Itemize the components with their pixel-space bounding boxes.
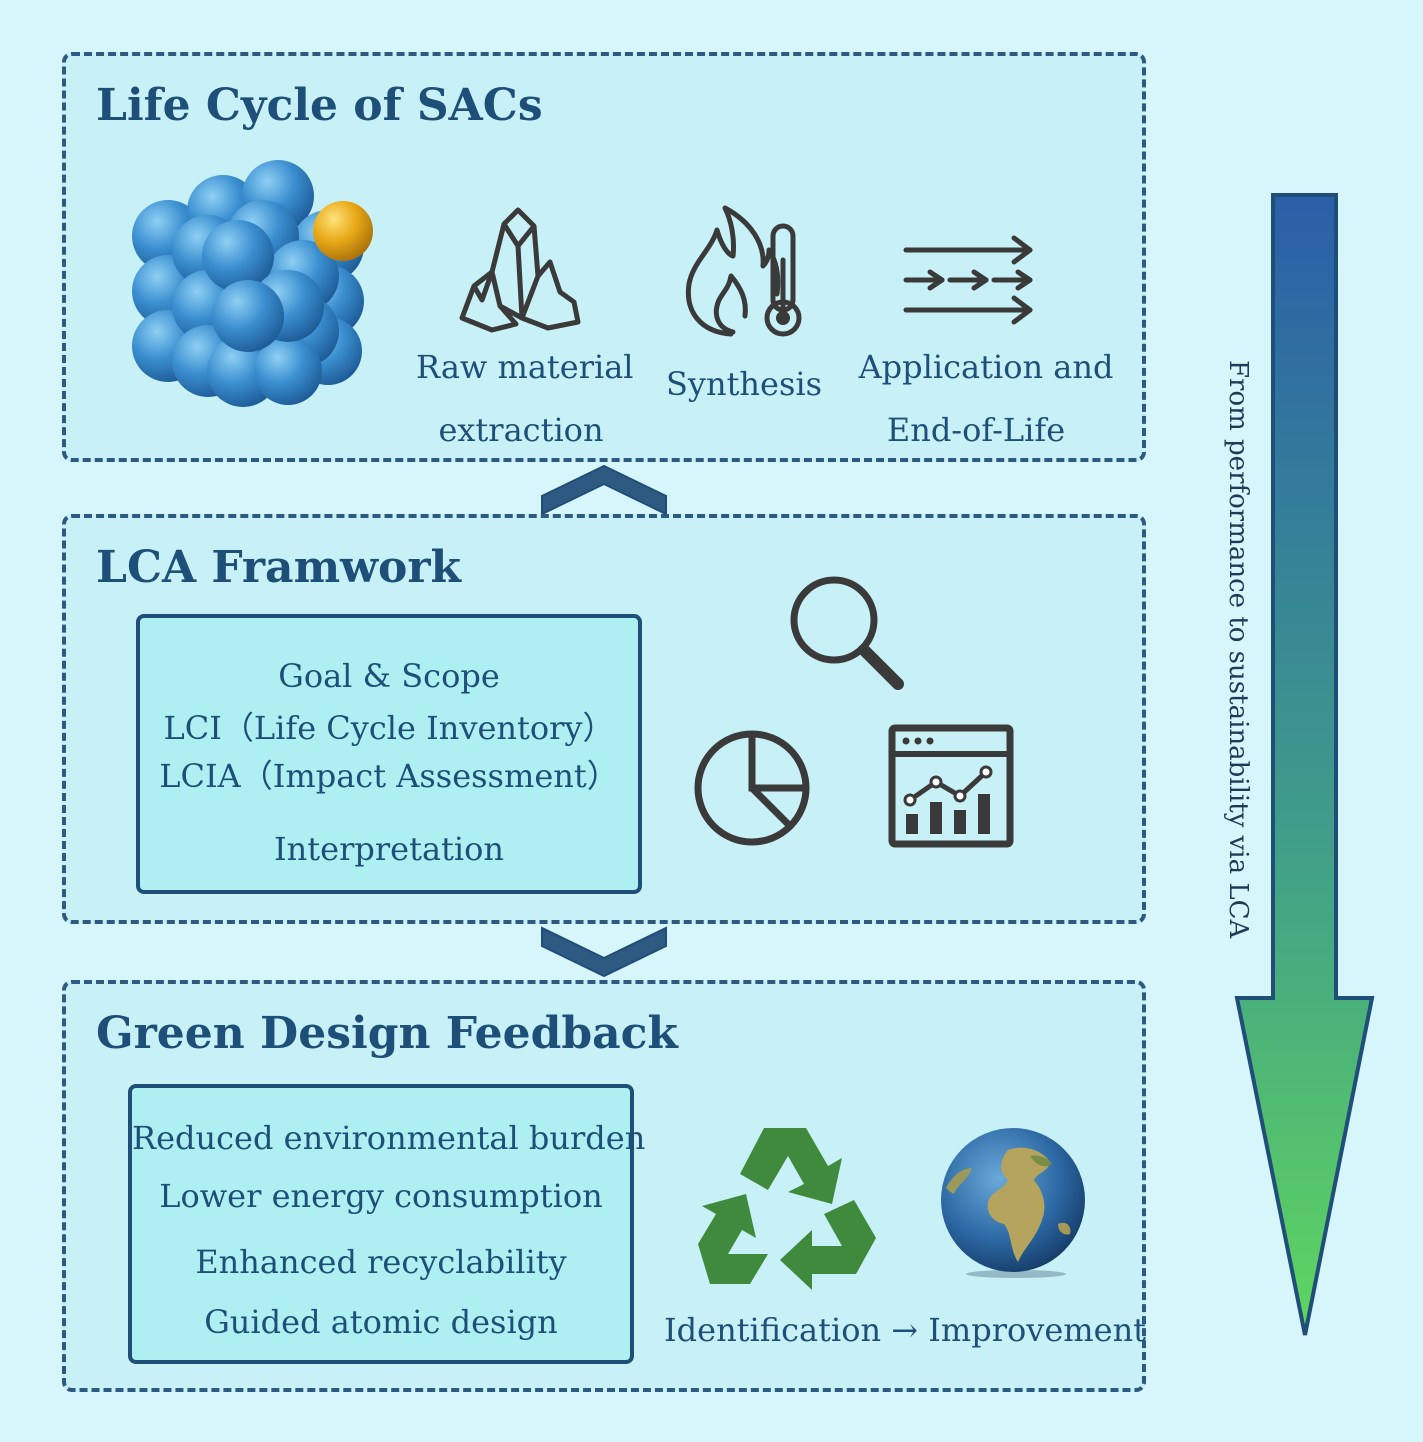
dashboard-chart-icon bbox=[888, 724, 1014, 848]
magnifier-icon bbox=[790, 576, 904, 690]
lca-step: LCI（Life Cycle Inventory） bbox=[163, 709, 615, 747]
lca-step: Interpretation bbox=[274, 830, 504, 868]
lifecycle-title: Life Cycle of SACs bbox=[96, 80, 543, 131]
recycle-icon bbox=[698, 1128, 876, 1290]
benefit-item: Guided atomic design bbox=[204, 1303, 558, 1341]
stage-synthesis-label: Synthesis bbox=[665, 365, 823, 403]
benefit-item: Lower energy consumption bbox=[159, 1177, 603, 1215]
stage-application-label-2: End-of-Life bbox=[886, 411, 1066, 449]
chevron-down-icon bbox=[541, 926, 667, 978]
stage-raw-label-2: extraction bbox=[438, 411, 604, 449]
identification-caption: Identification → Improvement bbox=[664, 1311, 1147, 1349]
chevron-up-icon bbox=[541, 464, 667, 516]
green-panel: Green Design Feedback Reduced environmen… bbox=[62, 980, 1146, 1392]
lca-steps-box: Goal & Scope LCI（Life Cycle Inventory） L… bbox=[136, 614, 642, 894]
crystal-icon bbox=[459, 207, 581, 333]
lca-panel: LCA Framwork Goal & Scope LCI（Life Cycle… bbox=[62, 514, 1146, 924]
pie-chart-icon bbox=[694, 730, 810, 846]
benefit-item: Reduced environmental burden bbox=[132, 1119, 646, 1157]
side-label: From performance to sustainability via L… bbox=[1223, 360, 1253, 939]
benefit-item: Enhanced recyclability bbox=[195, 1243, 567, 1281]
lca-step: Goal & Scope bbox=[278, 657, 500, 695]
earth-icon bbox=[941, 1128, 1085, 1278]
lifecycle-panel: Life Cycle of SACs bbox=[62, 52, 1146, 462]
stage-application-label-1: Application and bbox=[858, 348, 1114, 386]
lca-title: LCA Framwork bbox=[96, 542, 462, 593]
flame-thermometer-icon bbox=[685, 205, 802, 337]
green-title: Green Design Feedback bbox=[96, 1008, 678, 1059]
atom-cluster-icon bbox=[132, 160, 373, 407]
benefits-box: Reduced environmental burden Lower energ… bbox=[128, 1084, 646, 1364]
arrows-icon bbox=[903, 235, 1033, 325]
lca-step: LCIA（Impact Assessment） bbox=[159, 757, 619, 795]
stage-raw-label-1: Raw material bbox=[416, 348, 634, 386]
progress-arrow bbox=[1234, 193, 1375, 1336]
